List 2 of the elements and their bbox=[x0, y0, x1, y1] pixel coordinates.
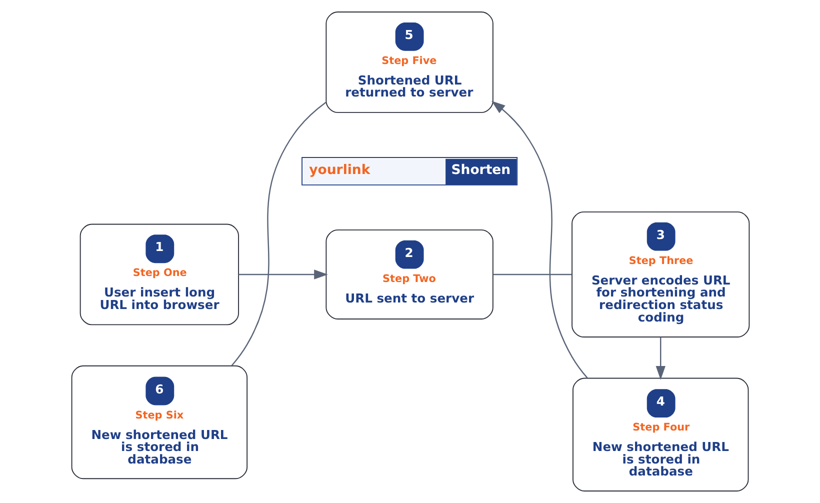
label: Shorten bbox=[450, 163, 510, 178]
label: yourlink bbox=[308, 163, 370, 178]
